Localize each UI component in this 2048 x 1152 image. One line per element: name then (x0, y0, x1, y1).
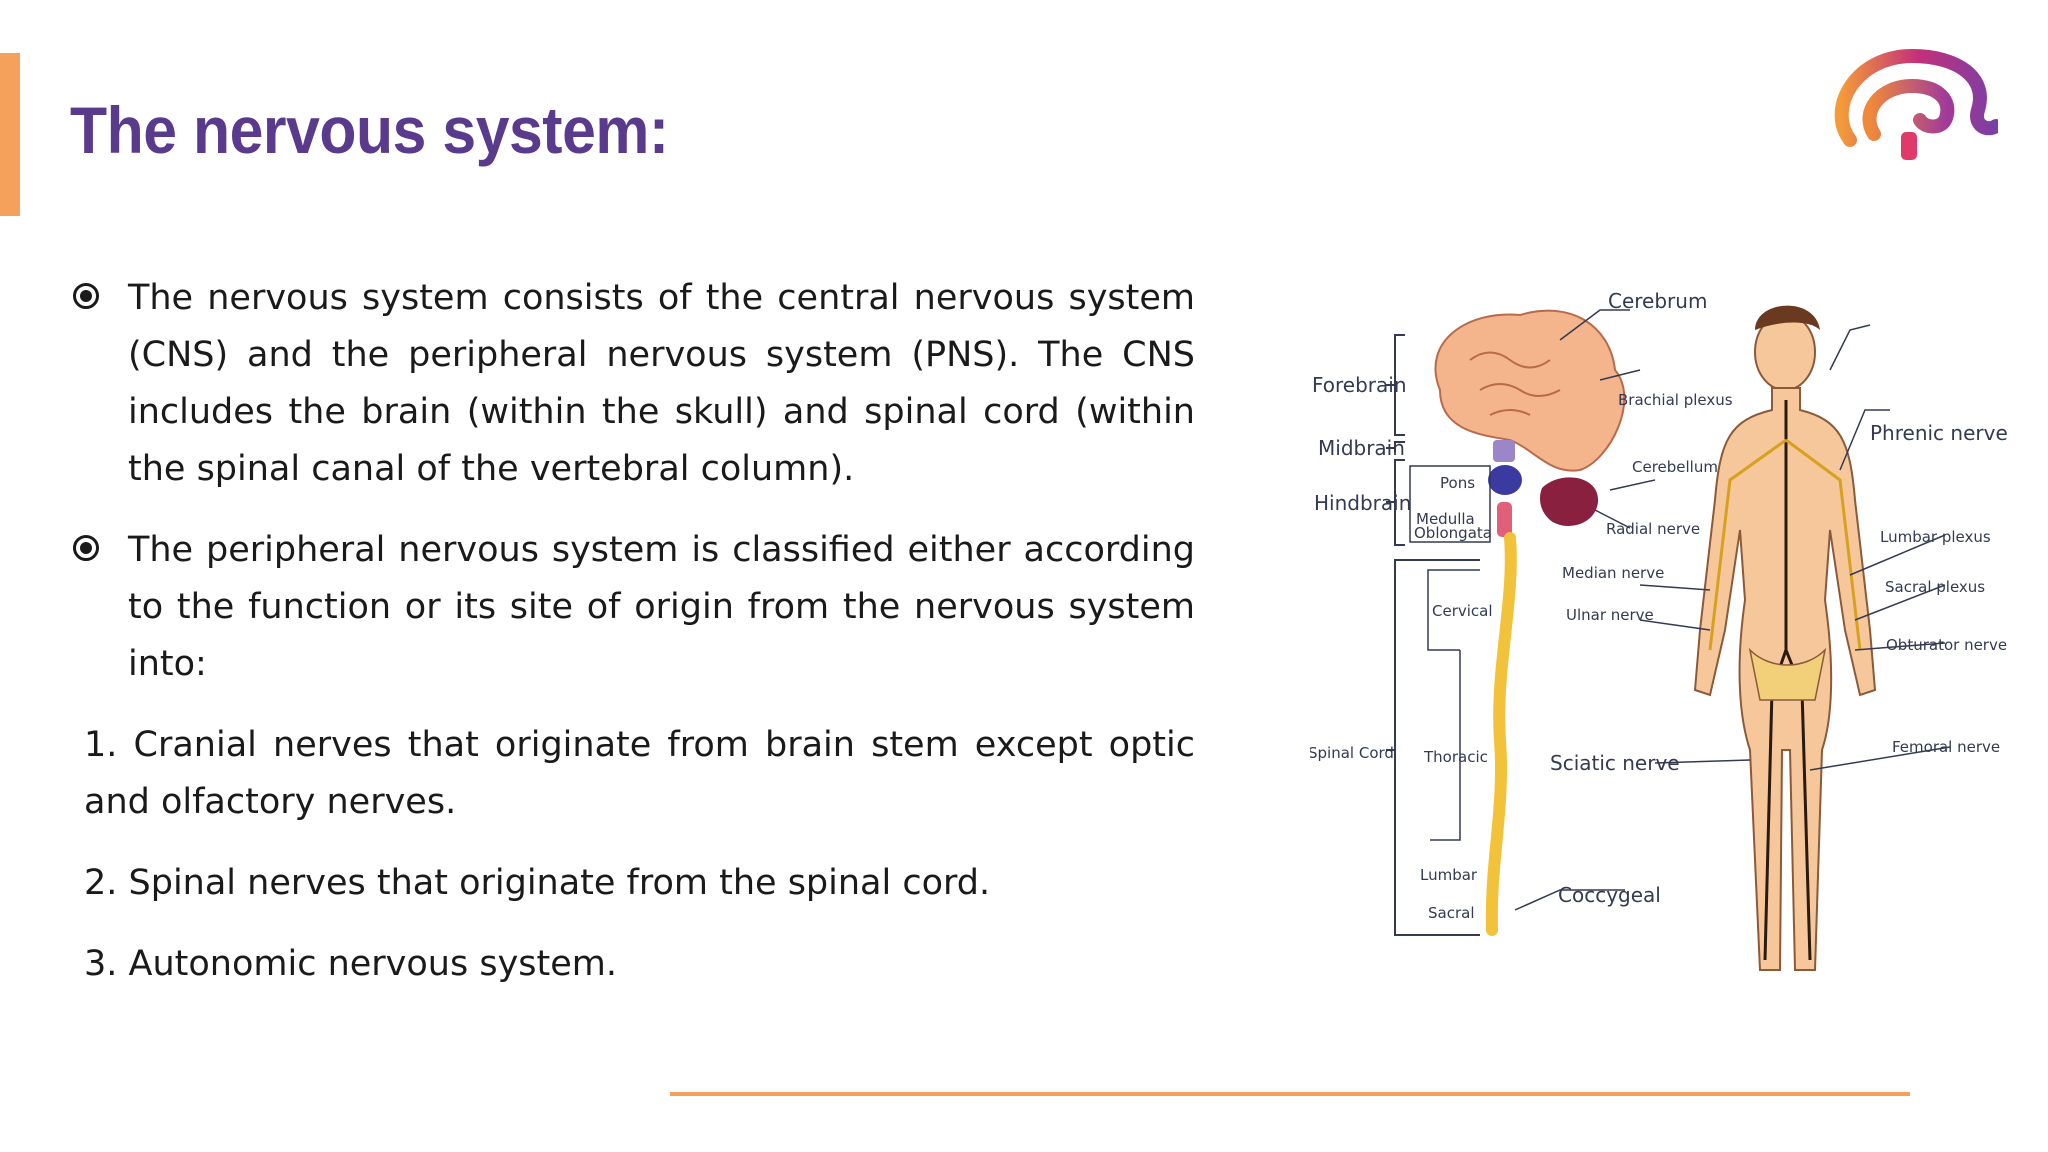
label-forebrain: Forebrain (1312, 373, 1407, 397)
label-cerebrum: Cerebrum (1608, 289, 1707, 313)
label-hindbrain: Hindbrain (1314, 491, 1411, 515)
medulla-shape (1497, 502, 1512, 537)
bullet-text: The peripheral nervous system is classif… (128, 530, 1195, 684)
label-coccygeal: Coccygeal (1558, 883, 1661, 907)
numbered-item: 2. Spinal nerves that originate from the… (84, 863, 991, 903)
label-pons: Pons (1440, 474, 1475, 492)
midbrain-shape (1493, 440, 1515, 462)
pons-shape (1488, 465, 1522, 495)
content-area: The nervous system consists of the centr… (70, 270, 1195, 1017)
label-sacral-plexus: Sacral plexus (1885, 578, 1985, 596)
label-cervical: Cervical (1432, 602, 1493, 620)
label-phrenic-nerve: Phrenic nerve (1870, 421, 2008, 445)
label-spinal-cord: Spinal Cord (1310, 744, 1394, 762)
label-midbrain: Midbrain (1318, 436, 1405, 460)
bullet-text: The nervous system consists of the centr… (128, 278, 1195, 489)
label-sacral: Sacral (1428, 904, 1475, 922)
bullet-item: The nervous system consists of the centr… (70, 270, 1195, 498)
label-thoracic: Thoracic (1423, 748, 1488, 766)
label-obturator-nerve: Obturator nerve (1886, 636, 2007, 654)
radio-bullet-icon (73, 283, 99, 309)
label-sciatic-nerve: Sciatic nerve (1550, 751, 1680, 775)
numbered-item: 3. Autonomic nervous system. (84, 944, 617, 984)
label-lumbar-plexus: Lumbar plexus (1880, 528, 1991, 546)
label-brachial-plexus: Brachial plexus (1618, 391, 1733, 409)
footer-divider (670, 1092, 1910, 1096)
label-oblongata: Oblongata (1414, 524, 1492, 542)
label-cerebellum: Cerebellum (1632, 458, 1718, 476)
label-ulnar-nerve: Ulnar nerve (1566, 606, 1654, 624)
label-medulla: Medulla (1416, 510, 1475, 528)
label-radial-nerve: Radial nerve (1606, 520, 1700, 538)
human-body-figure (1693, 305, 1877, 971)
brand-logo-icon (1834, 48, 1998, 160)
numbered-item: 1. Cranial nerves that originate from br… (84, 725, 1195, 822)
cerebrum-shape (1434, 309, 1626, 472)
cerebellum-shape (1540, 477, 1599, 526)
accent-bar (0, 53, 20, 216)
radio-bullet-icon (73, 535, 99, 561)
label-median-nerve: Median nerve (1562, 564, 1664, 582)
nervous-system-diagram: Cerebrum Forebrain Midbrain Hindbrain Po… (1310, 289, 2008, 971)
page-title: The nervous system: (70, 93, 669, 167)
label-femoral-nerve: Femoral nerve (1892, 738, 2000, 756)
label-lumbar: Lumbar (1420, 866, 1478, 884)
bullet-item: The peripheral nervous system is classif… (70, 522, 1195, 693)
